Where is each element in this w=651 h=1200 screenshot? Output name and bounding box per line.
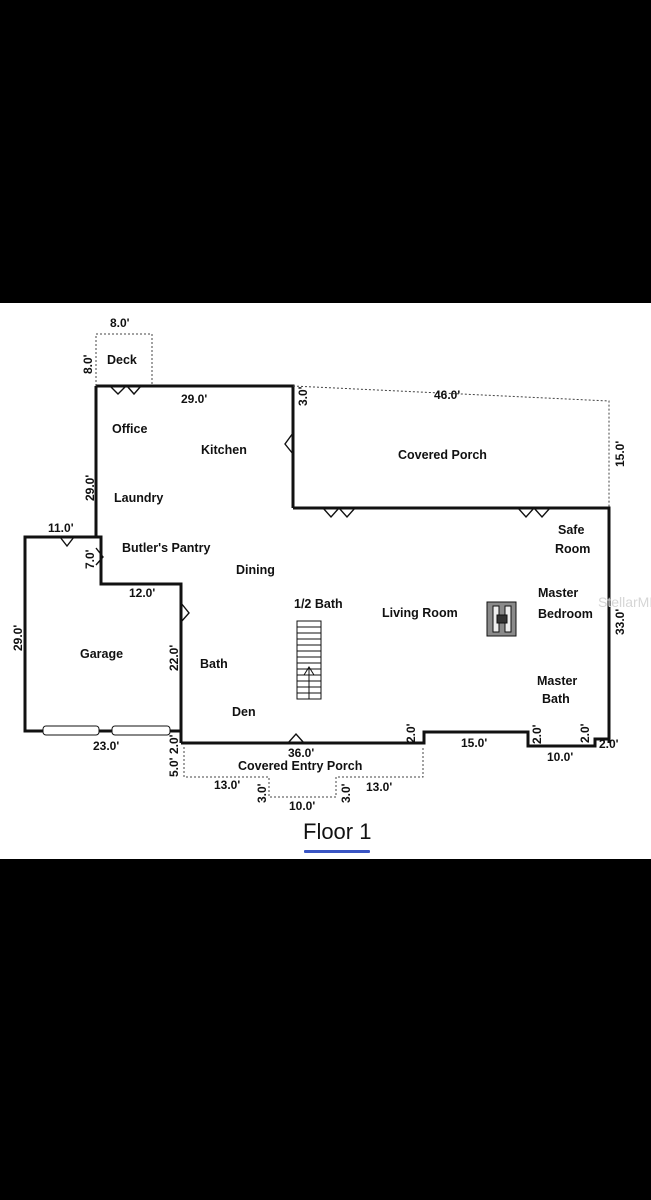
dim-entry-center: 10.0'	[289, 799, 316, 813]
dim-deck-depth: 8.0'	[81, 354, 95, 374]
room-label-safe-room-2: Room	[555, 542, 591, 556]
door-garage	[59, 536, 75, 548]
room-label-living-room: Living Room	[382, 606, 458, 620]
garage-door-left	[42, 725, 100, 736]
fireplace	[486, 601, 517, 637]
door-porch-left	[322, 506, 356, 519]
room-label-covered-porch: Covered Porch	[398, 448, 487, 462]
dim-bath-bump: 10.0'	[547, 750, 574, 764]
room-label-garage: Garage	[80, 647, 124, 661]
wall-porch-south	[293, 506, 611, 743]
door-front	[287, 732, 305, 744]
dim-corner-step: 2.0'	[599, 737, 619, 751]
wall-garage	[23, 535, 181, 733]
dim-porch-width: 46.0'	[434, 388, 461, 402]
door-pantry	[95, 547, 104, 566]
dim-pantry-step: 7.0'	[83, 549, 97, 569]
room-label-deck: Deck	[107, 353, 137, 367]
dim-entry-left-step: 3.0'	[255, 783, 269, 803]
room-label-master-bedroom-2: Bedroom	[538, 607, 593, 621]
watermark-text: StellarMLS	[598, 594, 651, 610]
dim-entry-left-depth: 5.0'	[167, 757, 181, 777]
door-porch-right	[517, 506, 551, 519]
door-kitchen	[284, 432, 294, 455]
dim-west-upper: 29.0'	[83, 474, 97, 501]
dim-kitchen-step: 3.0'	[296, 386, 310, 406]
dim-garage-top: 11.0'	[48, 521, 74, 535]
dim-entry-left-width: 13.0'	[214, 778, 241, 792]
room-label-safe-room-1: Safe	[558, 523, 585, 537]
outdoor-outlines	[95, 333, 610, 798]
dim-den-step: 2.0'	[167, 734, 181, 754]
wall-south	[181, 730, 611, 748]
dim-front-step-left: 2.0'	[404, 723, 418, 743]
floor-plan-sheet: Deck Office Kitchen Laundry Butler's Pan…	[0, 303, 651, 859]
dim-front-width: 36.0'	[288, 746, 315, 760]
wall-main-west	[94, 386, 183, 743]
title-underline	[304, 850, 370, 853]
dim-den-side: 22.0'	[167, 644, 181, 671]
dim-bump-width: 15.0'	[461, 736, 488, 750]
room-label-laundry: Laundry	[114, 491, 164, 505]
dim-garage-side: 29.0'	[11, 624, 25, 651]
door-deck	[109, 385, 142, 396]
dim-bump-step: 2.0'	[530, 724, 544, 744]
dim-entry-right-step: 3.0'	[339, 783, 353, 803]
room-label-bath: Bath	[200, 657, 228, 671]
dim-entry-right-width: 13.0'	[366, 780, 393, 794]
dim-east-side: 33.0'	[613, 608, 627, 635]
covered-porch-outline	[292, 385, 610, 508]
dim-kitchen-top: 29.0'	[181, 392, 208, 406]
entry-porch-outline	[183, 747, 424, 798]
dim-step-east: 2.0'	[578, 723, 592, 743]
garage-doors	[42, 725, 171, 736]
deck-outline	[95, 333, 153, 386]
dim-porch-depth: 15.0'	[613, 440, 627, 467]
room-label-covered-entry-porch: Covered Entry Porch	[238, 759, 363, 773]
dim-garage-bottom: 23.0'	[93, 739, 120, 753]
dim-deck-width: 8.0'	[110, 316, 130, 330]
door-symbols	[59, 385, 551, 744]
floor-title: Floor 1	[303, 819, 372, 844]
exterior-walls	[23, 384, 611, 748]
garage-door-right	[111, 725, 171, 736]
room-label-dining: Dining	[236, 563, 275, 577]
room-label-master-bath-2: Bath	[542, 692, 570, 706]
room-label-office: Office	[112, 422, 148, 436]
floor-plan-drawing	[23, 333, 611, 798]
room-label-half-bath: 1/2 Bath	[294, 597, 343, 611]
dim-inner-step: 12.0'	[129, 586, 156, 600]
room-label-master-bedroom-1: Master	[538, 586, 579, 600]
room-label-den: Den	[232, 705, 256, 719]
staircase	[296, 620, 322, 700]
door-bath	[180, 602, 190, 623]
room-label-butlers-pantry: Butler's Pantry	[122, 541, 211, 555]
room-label-master-bath-1: Master	[537, 674, 578, 688]
room-label-kitchen: Kitchen	[201, 443, 247, 457]
